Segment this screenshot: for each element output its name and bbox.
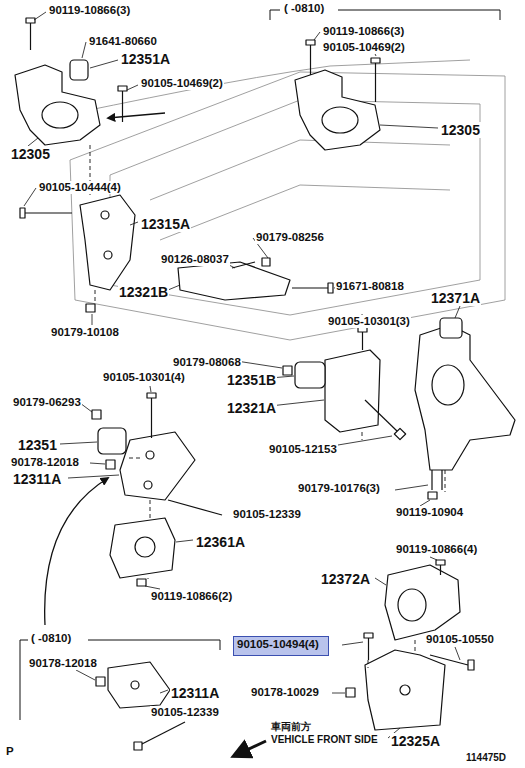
part-number: 12321A <box>226 400 277 416</box>
part-number: 12371A <box>430 290 481 306</box>
callout-number: 90105-12339 <box>150 706 220 719</box>
part-number: 12372A <box>320 571 371 587</box>
callout-number: P <box>5 745 15 758</box>
callout-number: 90105-10469(2) <box>322 41 406 54</box>
callout-number: 90105-10469(2) <box>140 77 224 90</box>
callout-number: 車両前方 <box>270 721 312 733</box>
callout-number: 90178-12018 <box>10 456 80 469</box>
part-number: 12325A <box>390 733 441 749</box>
engine-outline <box>40 60 505 340</box>
callout-number: VEHICLE FRONT SIDE <box>270 734 379 746</box>
part-number: 12315A <box>140 216 191 232</box>
callout-number: 90179-10176(3) <box>297 482 381 495</box>
part-number: 12311A <box>170 685 220 701</box>
highlighted-callout: 90105-10494(4) <box>233 636 329 656</box>
callout-number: 90105-10494(4) <box>237 638 325 651</box>
callout-number: 90105-10550 <box>425 633 495 646</box>
callout-number: 90105-12339 <box>232 508 302 521</box>
bracket-12311a <box>92 393 222 515</box>
callout-number: 90119-10904 <box>395 506 464 519</box>
engine-mount-right <box>295 40 380 150</box>
callout-number: 91671-80818 <box>335 280 405 293</box>
callout-number: 90119-10866(3) <box>322 25 405 38</box>
bracket-12325a <box>346 650 445 730</box>
bracket-12321a <box>283 327 406 440</box>
callout-number: 90119-10866(3) <box>48 4 131 17</box>
date-brackets <box>20 10 500 720</box>
callout-number: 90119-10866(4) <box>395 543 478 556</box>
leader-lines <box>24 12 460 738</box>
callout-number: 90105-10301(3) <box>327 315 411 328</box>
part-number: 12321B <box>118 284 169 300</box>
engine-mount-12361a <box>110 518 175 586</box>
engine-mount-12371a <box>415 318 515 499</box>
callout-number: 90105-10444(4) <box>38 181 122 194</box>
part-number: 12361A <box>195 534 246 550</box>
callout-number: 90105-12153 <box>268 443 338 456</box>
callout-number: 90179-06293 <box>12 396 82 409</box>
part-number: 12305 <box>440 122 481 138</box>
callout-number: 90178-12018 <box>28 657 98 670</box>
callout-number: 91641-80660 <box>88 35 158 48</box>
part-number: 12305 <box>10 146 51 162</box>
part-number: 12351B <box>226 372 277 388</box>
part-number: 12351 <box>17 437 58 453</box>
callout-number: ( -0810) <box>30 632 72 645</box>
assembly-lines <box>90 145 445 668</box>
callout-number: 90179-10108 <box>50 326 120 339</box>
callout-number: 90126-08037 <box>160 253 230 266</box>
callout-number: 90179-08256 <box>255 231 325 244</box>
callout-number: 114475D <box>465 752 507 764</box>
callout-number: ( -0810) <box>283 2 325 15</box>
callout-number: 90179-08068 <box>172 356 242 369</box>
part-number: 12351A <box>120 51 171 67</box>
engine-mount-12372a <box>364 560 474 670</box>
part-number: 12311A <box>12 471 62 487</box>
callout-number: 90178-10029 <box>250 686 320 699</box>
callout-number: 90119-10866(2) <box>150 590 233 603</box>
callout-number: 90105-10301(4) <box>102 371 186 384</box>
